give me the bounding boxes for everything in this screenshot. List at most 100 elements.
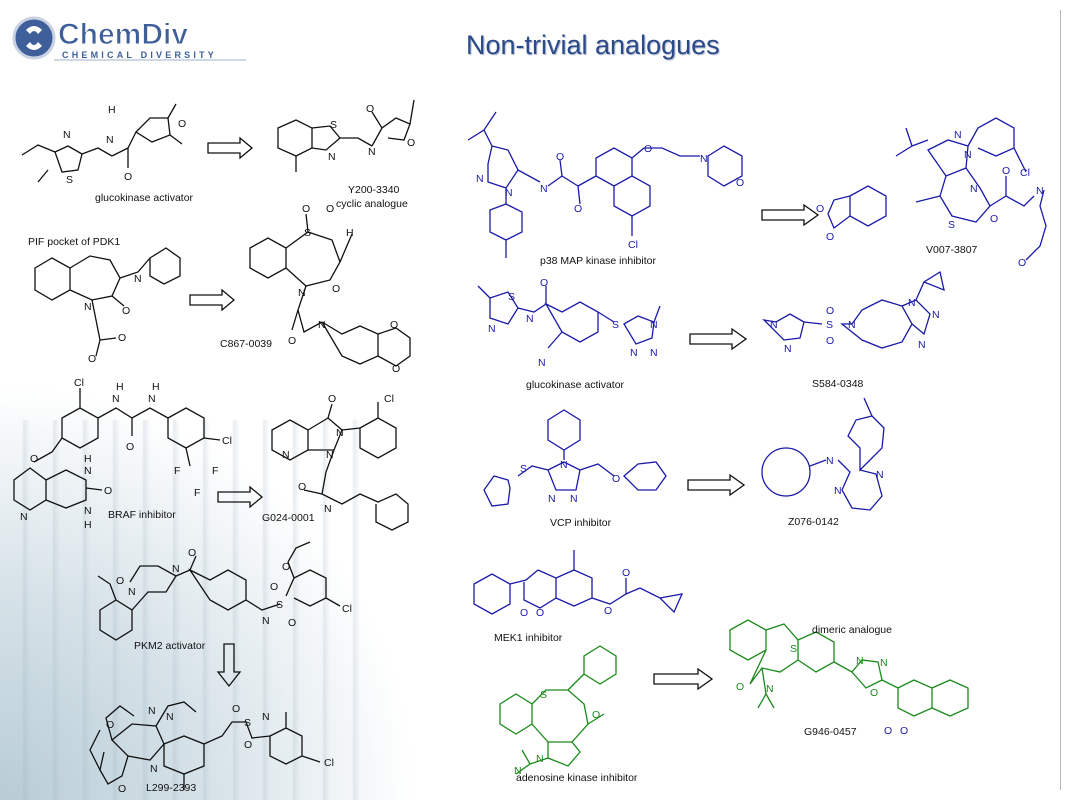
svg-text:S: S <box>276 599 283 611</box>
svg-text:S: S <box>612 319 619 331</box>
label-dimeric-analogue: dimeric analogue <box>812 624 892 636</box>
svg-text:N: N <box>150 763 158 775</box>
svg-text:N: N <box>908 297 916 309</box>
label-adenosine-kinase-inhibitor: adenosine kinase inhibitor <box>516 772 638 784</box>
chemdiv-logo: ChemDiv CHEMICAL DIVERSITY <box>12 16 246 61</box>
svg-text:F: F <box>194 487 200 499</box>
label-z076-0142: Z076-0142 <box>788 516 839 528</box>
label-braf-inhibitor: BRAF inhibitor <box>108 509 176 521</box>
logo-circle-icon <box>12 16 56 60</box>
label-v007-3807: V007-3807 <box>926 244 978 256</box>
label-pkm2-activator: PKM2 activator <box>134 640 206 652</box>
label-g946-0457: G946-0457 <box>804 726 857 738</box>
svg-text:O: O <box>116 575 124 587</box>
svg-text:N: N <box>650 347 658 359</box>
svg-text:N: N <box>166 711 174 723</box>
svg-text:O: O <box>298 481 306 493</box>
svg-text:O: O <box>1002 165 1010 177</box>
svg-text:O: O <box>1018 257 1026 269</box>
structure-glucokinase-right: N S N O N S N N N <box>477 277 661 369</box>
svg-text:N: N <box>548 493 556 505</box>
structure-c867-0039: O O S H N O N O O O <box>249 203 411 375</box>
svg-text:O: O <box>520 607 528 619</box>
label-vcp-inhibitor: VCP inhibitor <box>550 517 612 529</box>
svg-text:N: N <box>570 493 578 505</box>
svg-text:O: O <box>990 213 998 225</box>
structure-pif-pocket: N N O O O <box>34 247 181 365</box>
svg-text:N: N <box>505 187 513 199</box>
svg-text:O: O <box>332 283 340 295</box>
svg-text:N: N <box>856 655 864 667</box>
svg-text:O: O <box>30 453 38 465</box>
svg-text:O: O <box>900 725 908 737</box>
label-s584-0348: S584-0348 <box>812 378 864 390</box>
svg-text:N: N <box>964 149 972 161</box>
svg-text:O: O <box>392 363 400 375</box>
svg-text:N: N <box>826 455 834 467</box>
label-glucokinase-left: glucokinase activator <box>95 192 194 204</box>
svg-text:N: N <box>700 153 708 165</box>
svg-text:O: O <box>122 305 130 317</box>
svg-text:N: N <box>262 615 270 627</box>
svg-text:O: O <box>106 719 114 731</box>
svg-text:N: N <box>488 323 496 335</box>
background-photo <box>0 380 420 800</box>
arrow-right-7 <box>653 667 714 691</box>
structure-pkm2-activator: O N N O N S O O O Cl <box>97 541 352 641</box>
svg-text:O: O <box>826 305 834 317</box>
svg-text:N: N <box>298 287 306 299</box>
svg-text:N: N <box>148 705 156 717</box>
svg-text:O: O <box>644 143 652 155</box>
label-l299-2393: L299-2393 <box>146 782 197 794</box>
svg-text:O: O <box>244 739 252 751</box>
svg-text:O: O <box>884 725 892 737</box>
svg-text:O: O <box>536 607 544 619</box>
logo-swirl-icon <box>26 26 42 34</box>
svg-text:N: N <box>770 319 778 331</box>
svg-text:N: N <box>282 449 290 461</box>
svg-text:N: N <box>918 339 926 351</box>
svg-text:N: N <box>560 459 568 471</box>
svg-text:N: N <box>336 427 344 439</box>
label-glucokinase-right: glucokinase activator <box>526 379 625 391</box>
svg-text:S: S <box>520 463 527 475</box>
svg-text:S: S <box>826 319 833 331</box>
svg-text:N: N <box>128 586 136 598</box>
svg-text:N: N <box>84 505 92 517</box>
structure-v007-3807: N N Cl N S O O N O O O <box>816 117 1047 269</box>
svg-text:O: O <box>826 335 834 347</box>
svg-text:H: H <box>346 227 354 239</box>
svg-text:O: O <box>326 203 334 215</box>
svg-text:N: N <box>848 319 856 331</box>
svg-text:O: O <box>407 137 415 149</box>
svg-text:Cl: Cl <box>324 757 334 769</box>
svg-text:N: N <box>368 146 376 158</box>
label-g024-0001: G024-0001 <box>262 512 315 524</box>
structure-vcp-inhibitor: N S N N O <box>483 409 667 507</box>
svg-text:N: N <box>20 511 28 523</box>
svg-text:O: O <box>126 441 134 453</box>
svg-text:O: O <box>188 547 196 559</box>
svg-text:O: O <box>302 203 310 215</box>
svg-text:N: N <box>84 465 92 477</box>
svg-text:Cl: Cl <box>1020 167 1030 179</box>
svg-text:O: O <box>870 687 878 699</box>
svg-text:Cl: Cl <box>222 435 232 447</box>
svg-text:N: N <box>84 301 92 313</box>
svg-text:N: N <box>324 503 332 515</box>
arrow-right-5 <box>689 327 748 351</box>
slide-border <box>1060 10 1061 790</box>
background-texture <box>0 420 360 800</box>
svg-text:N: N <box>63 129 71 141</box>
structure-glucokinase-left: N S N H O O <box>21 103 186 186</box>
svg-text:N: N <box>538 357 546 369</box>
svg-text:O: O <box>366 103 374 115</box>
svg-text:H: H <box>152 381 160 393</box>
label-mek1-inhibitor: MEK1 inhibitor <box>494 632 563 644</box>
svg-text:N: N <box>526 313 534 325</box>
svg-text:N: N <box>262 711 270 723</box>
svg-text:O: O <box>288 335 296 347</box>
